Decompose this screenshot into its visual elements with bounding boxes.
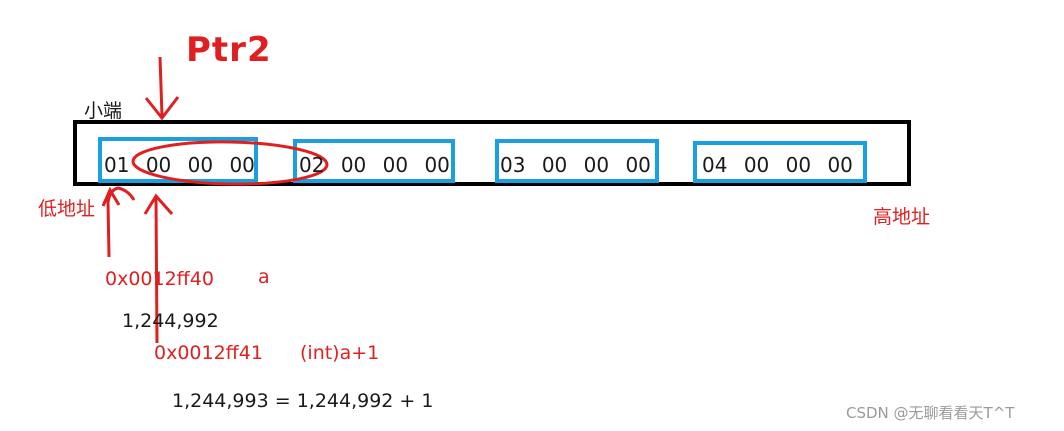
memory-frame: [73, 120, 911, 186]
addr-a-arrow: [106, 186, 136, 258]
ptr-arrow-head: [144, 96, 180, 121]
ptr-label: Ptr2: [186, 30, 272, 70]
endian-label: 小端: [84, 100, 123, 122]
memory-cell-4-bytes: 04 00 00 00: [702, 153, 853, 177]
address-a1-label: 0x0012ff41: [154, 342, 263, 364]
byte: 00: [827, 153, 853, 177]
memory-cell-1-bytes: 01 00 00 00: [104, 153, 255, 177]
byte: 00: [424, 153, 450, 177]
equation-text: 1,244,993 = 1,244,992 + 1: [172, 390, 434, 412]
address-a-label: 0x0012ff40: [105, 268, 214, 290]
memory-cell-3: [495, 139, 659, 183]
byte: 00: [145, 153, 172, 177]
byte: 00: [229, 153, 255, 177]
byte: 00: [583, 153, 610, 177]
memory-cell-3-bytes: 03 00 00 00: [500, 153, 651, 177]
addr-a-arrow-head: [101, 186, 121, 207]
decimal-a-label: 1,244,992: [122, 310, 219, 332]
byte: 01: [104, 153, 130, 177]
memory-cell-2: [293, 139, 455, 183]
byte: 00: [541, 153, 568, 177]
byte: 00: [187, 153, 214, 177]
var-a-label: a: [258, 266, 270, 288]
memory-cell-2-bytes: 02 00 00 00: [299, 153, 450, 177]
byte: 00: [743, 153, 770, 177]
byte: 02: [299, 153, 325, 177]
low-address-label: 低地址: [38, 198, 96, 220]
byte: 00: [340, 153, 367, 177]
addr-a1-arrow: [154, 197, 159, 344]
byte: 00: [625, 153, 651, 177]
byte: 03: [500, 153, 526, 177]
byte: 04: [702, 153, 728, 177]
expr-a1-label: (int)a+1: [300, 342, 380, 364]
memory-cell-4: [693, 141, 867, 183]
byte: 00: [785, 153, 812, 177]
byte: 00: [382, 153, 409, 177]
ptr-arrow: [158, 56, 164, 117]
addr-a1-arrow-head: [143, 193, 174, 215]
highlight-ellipse: [131, 140, 329, 186]
watermark: CSDN @无聊看看天T^T: [846, 404, 1015, 422]
high-address-label: 高地址: [873, 206, 931, 228]
